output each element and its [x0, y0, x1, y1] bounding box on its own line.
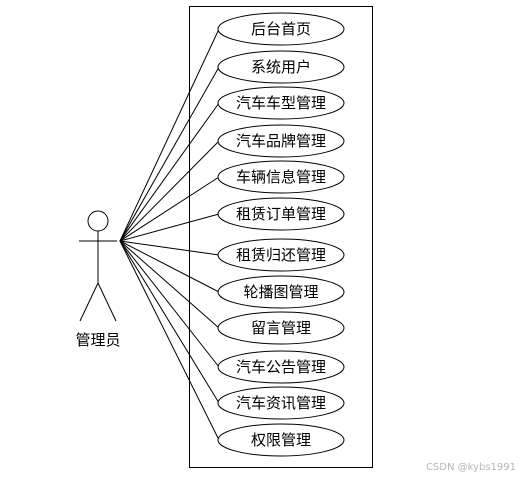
use-case-label: 汽车车型管理	[236, 94, 326, 112]
system-boundary	[189, 6, 373, 468]
association-line	[119, 240, 220, 368]
use-case-ellipse	[217, 386, 345, 420]
association-line	[119, 240, 220, 329]
association-line	[119, 240, 220, 293]
use-case-ellipse	[217, 160, 345, 194]
association-line	[119, 140, 220, 242]
use-case-ellipse	[217, 197, 345, 231]
actor-head	[87, 210, 109, 232]
use-case-label: 系统用户	[251, 58, 311, 76]
use-case-ellipse	[217, 86, 345, 120]
association-line	[119, 176, 220, 242]
watermark-text: CSDN @kybs1991	[426, 462, 516, 473]
use-case-label: 租赁归还管理	[236, 246, 326, 264]
use-case-ellipse	[217, 12, 345, 46]
actor: 管理员	[75, 210, 121, 349]
use-case-ellipse	[217, 423, 345, 457]
use-case-label: 留言管理	[251, 319, 311, 337]
actor-label: 管理员	[75, 331, 120, 349]
use-case-label: 后台首页	[251, 20, 311, 38]
use-case-ellipse	[217, 311, 345, 345]
use-case-label: 轮播图管理	[243, 283, 318, 301]
use-case-group: 后台首页系统用户汽车车型管理汽车品牌管理车辆信息管理租赁订单管理租赁归还管理轮播…	[217, 12, 345, 457]
actor-left-leg	[79, 282, 99, 322]
use-case-label: 汽车品牌管理	[236, 132, 326, 150]
association-line	[119, 240, 220, 256]
association-line	[119, 66, 220, 242]
association-line	[119, 102, 220, 242]
use-case-ellipse	[217, 238, 345, 272]
association-line	[119, 240, 220, 404]
association-line	[119, 240, 220, 441]
use-case-ellipse	[217, 275, 345, 309]
use-case-label: 汽车公告管理	[236, 358, 326, 376]
association-lines	[119, 28, 220, 441]
use-case-label: 汽车资讯管理	[236, 394, 326, 412]
use-case-ellipse	[217, 350, 345, 384]
use-case-ellipse	[217, 124, 345, 158]
use-case-label: 租赁订单管理	[236, 205, 326, 223]
association-line	[119, 213, 220, 242]
use-case-label: 权限管理	[251, 431, 311, 449]
association-line	[119, 28, 220, 242]
actor-right-leg	[97, 282, 117, 322]
use-case-ellipse	[217, 50, 345, 84]
use-case-label: 车辆信息管理	[236, 168, 326, 186]
